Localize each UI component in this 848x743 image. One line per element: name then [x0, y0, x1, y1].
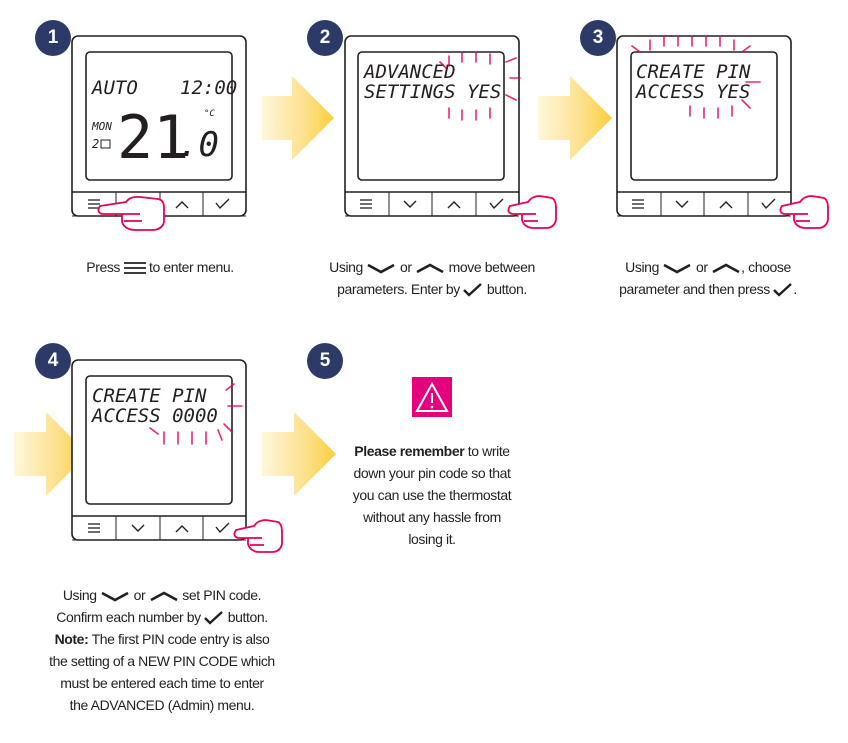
lcd-line1: ADVANCED	[363, 61, 456, 83]
lcd-line2: ACCESS 0000	[91, 405, 218, 427]
remember-line-1: to write	[467, 443, 510, 459]
lcd-line2: SETTINGS YES	[364, 81, 501, 103]
caption-choose: , choose	[741, 259, 791, 275]
note-line-1: The first PIN code entry is also	[91, 631, 270, 647]
lcd-time: 12:00	[180, 77, 237, 99]
blink-rays	[439, 51, 521, 121]
caption-using: Using	[329, 259, 363, 275]
chevron-up-icon[interactable]	[175, 201, 189, 209]
lcd-mode: AUTO	[91, 77, 138, 99]
check-icon	[463, 283, 483, 297]
step-badge-4: 4	[35, 343, 71, 379]
lcd-day: MON	[91, 120, 112, 133]
chevron-up-icon[interactable]	[719, 201, 733, 209]
remember-bold: Please remember	[354, 443, 465, 459]
remember-line-3: you can use the thermostat	[352, 487, 512, 503]
remember-line-2: down your pin code so that	[353, 465, 511, 481]
caption-params: parameters. Enter by	[337, 281, 460, 297]
caption-or: or	[399, 259, 412, 275]
caption-or: or	[695, 259, 708, 275]
calendar-icon	[100, 139, 111, 149]
remember-line-4: without any hassle from	[363, 509, 501, 525]
pointing-hand-icon	[233, 519, 283, 553]
note-line-4: the ADVANCED (Admin) menu.	[69, 697, 255, 713]
pointing-hand-icon	[97, 195, 165, 231]
step-badge-5: 5	[307, 343, 343, 379]
note-line-3: must be entered each time to enter	[60, 675, 264, 691]
lcd-temp-int: 21	[117, 103, 189, 173]
lcd-unit: °C	[204, 109, 215, 119]
caption-dot: .	[793, 281, 797, 297]
caption-button: button.	[486, 281, 527, 297]
caption-or: or	[133, 587, 146, 603]
chevron-up-icon[interactable]	[447, 201, 461, 209]
menu-icon	[123, 262, 146, 275]
lcd-line1: CREATE PIN	[636, 61, 751, 83]
caption-using: Using	[62, 587, 97, 603]
check-icon[interactable]	[215, 522, 230, 534]
remember-line-5: losing it.	[408, 531, 456, 547]
chevron-down-icon	[367, 264, 396, 274]
chevron-down-icon	[101, 592, 129, 602]
lcd-line1: CREATE PIN	[92, 385, 207, 407]
step-badge-2: 2	[307, 20, 343, 56]
blink-rays	[149, 383, 243, 445]
step-badge-3: 3	[580, 20, 616, 56]
chevron-down-icon[interactable]	[675, 200, 689, 208]
menu-icon[interactable]	[360, 199, 372, 209]
caption-using: Using	[625, 259, 659, 275]
step-badge-1: 1	[35, 20, 71, 56]
check-icon	[773, 283, 793, 297]
blink-rays	[631, 35, 761, 119]
caption-button: button.	[227, 609, 268, 625]
chevron-up-icon	[150, 591, 178, 602]
check-icon[interactable]	[761, 198, 776, 210]
check-icon	[204, 611, 224, 625]
lcd-line2: ACCESS YES	[635, 81, 750, 103]
pointing-hand-icon	[507, 195, 557, 229]
check-icon[interactable]	[215, 198, 230, 210]
caption-set: set PIN code.	[182, 587, 262, 603]
chevron-down-icon	[663, 264, 692, 274]
caption-param: parameter and then press	[619, 281, 770, 297]
menu-icon[interactable]	[88, 199, 100, 209]
check-icon[interactable]	[489, 198, 504, 210]
menu-icon[interactable]	[632, 199, 644, 209]
chevron-up-icon	[712, 263, 740, 274]
note-label: Note:	[54, 631, 89, 647]
chevron-down-icon[interactable]	[131, 524, 145, 532]
caption-enter: to enter menu.	[149, 259, 234, 275]
note-line-2: the setting of a NEW PIN CODE which	[49, 653, 275, 669]
lcd-temp-dec: .0	[178, 125, 219, 165]
chevron-up-icon	[416, 263, 444, 274]
caption-press: Press	[86, 259, 121, 275]
chevron-up-icon[interactable]	[175, 525, 189, 533]
pointing-hand-icon	[779, 195, 829, 229]
menu-icon[interactable]	[88, 523, 100, 533]
chevron-down-icon[interactable]	[403, 200, 417, 208]
lcd-program: 2	[92, 137, 99, 151]
caption-move: move between	[448, 259, 536, 275]
caption-confirm: Confirm each number by	[56, 609, 201, 625]
